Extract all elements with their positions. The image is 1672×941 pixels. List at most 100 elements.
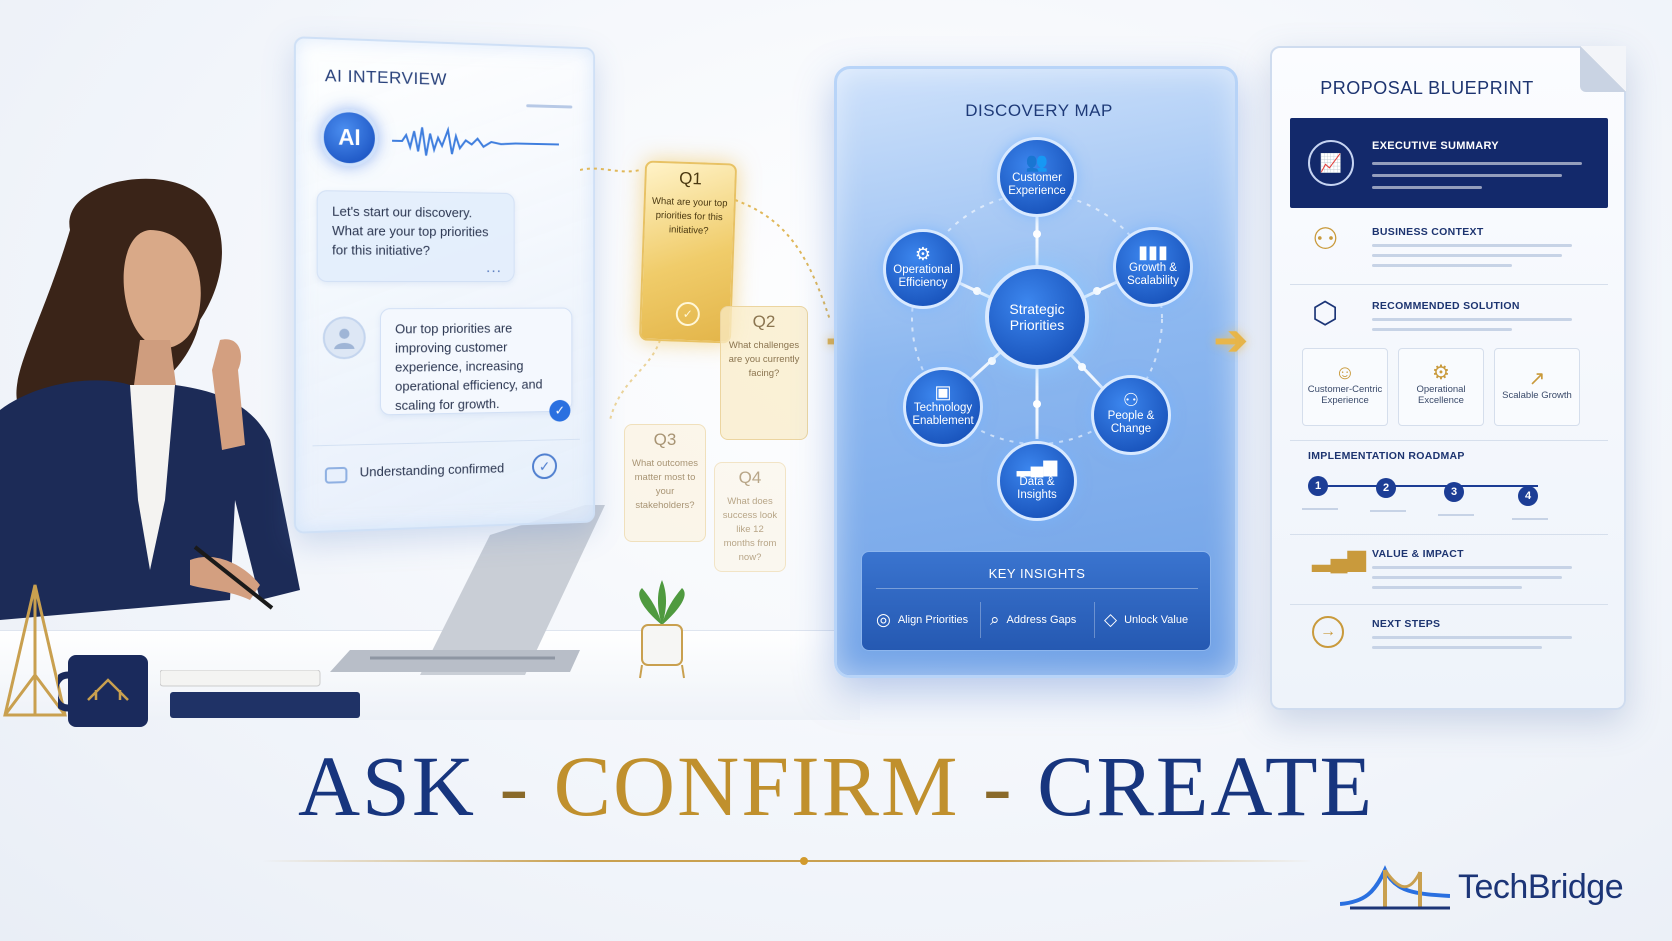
node-data-insights[interactable]: ▂▄▆ Data & Insights [997,441,1077,521]
people-icon: ⚇ [1122,390,1140,410]
divider [1290,440,1608,441]
question-connectors [580,167,831,421]
discovery-map-title: DISCOVERY MAP [965,101,1113,120]
node-operational-efficiency[interactable]: ⚙ Operational Efficiency [883,229,963,309]
insight-unlock-value[interactable]: ◇ Unlock Value [1104,600,1188,640]
headline-separator: - [983,738,1014,834]
text-line [1302,508,1338,510]
headline-create: CREATE [1037,738,1375,834]
typing-indicator: ... [486,259,503,277]
confirmation-check-icon: ✓ [532,453,558,480]
key-insights-title: KEY INSIGHTS [988,566,1086,581]
gear-icon: ⚙ [1432,362,1450,384]
user-answer-text: Our top priorities are improving custome… [395,320,543,414]
bar-chart-icon: ▂▄▆ [1016,456,1058,476]
question-label: Q1 [678,168,703,189]
magnifier-icon: ⌕ [990,610,1000,629]
insight-label: Align Priorities [897,614,969,626]
node-strategic-priorities[interactable]: Strategic Priorities [985,265,1089,369]
roadmap-step-3[interactable]: 3 [1444,482,1464,502]
ai-question-bubble: Let's start our discovery. What are your… [316,190,515,283]
people-group-icon: ⚇ [1312,223,1339,256]
headline-confirm: CONFIRM [553,738,960,834]
business-context-title: BUSINESS CONTEXT [1372,226,1484,238]
diamond-icon: ◇ [1104,610,1118,629]
confirmation-text: Understanding confirmed [359,460,505,480]
question-card-q4[interactable]: Q4 What does success look like 12 months… [714,462,786,572]
solution-label: Customer-Centric Experience [1307,384,1383,406]
gear-icon: ⚙ [914,244,932,264]
question-text: What are your top priorities for this in… [651,195,728,237]
text-line [1372,186,1482,189]
insight-address-gaps[interactable]: ⌕ Address Gaps [990,600,1076,640]
divider [1290,534,1608,535]
user-icon [334,328,355,350]
headline: ASK - CONFIRM - CREATE [0,738,1672,834]
mug [58,655,148,727]
roadmap-step-2[interactable]: 2 [1376,478,1396,498]
potted-plant [639,580,685,679]
node-label: Growth & Scalability [1127,262,1179,287]
solution-card-customer-centric[interactable]: ☺ Customer-Centric Experience [1302,348,1388,426]
question-text: What does success look like 12 months fr… [722,496,778,563]
divider [1290,604,1608,605]
ai-question-text: Let's start our discovery. What are your… [332,203,489,258]
node-people-change[interactable]: ⚇ People & Change [1091,375,1171,455]
node-technology-enablement[interactable]: ▣ Technology Enablement [903,367,983,447]
divider [1290,284,1608,285]
bar-chart-up-icon: ▮▮▮ [1138,242,1168,262]
insight-label: Unlock Value [1124,614,1189,626]
question-text: What outcomes matter most to your stakeh… [632,458,698,511]
roadmap-step-4[interactable]: 4 [1518,486,1538,506]
brand-name: TechBridge [1458,868,1624,906]
solution-card-scalable-growth[interactable]: ↗ Scalable Growth [1494,348,1580,426]
q1-check-icon: ✓ [675,301,701,327]
executive-summary-section[interactable]: 📈 EXECUTIVE SUMMARY [1290,118,1608,208]
person-icon: ☺ [1334,362,1356,384]
roadmap-step-1[interactable]: 1 [1308,476,1328,496]
text-line [1372,318,1572,321]
woman-illustration [0,178,300,620]
text-line [1372,586,1522,589]
text-line [1372,174,1562,177]
question-text: What challenges are you currently facing… [728,340,800,379]
bridge-logo-icon [1340,865,1450,910]
solution-label: Operational Excellence [1416,384,1466,406]
question-label: Q2 [752,312,776,331]
notebook [160,670,360,718]
proposal-blueprint-document: PROPOSAL BLUEPRINT 📈 EXECUTIVE SUMMARY ⚇… [1270,46,1626,710]
next-steps-title: NEXT STEPS [1372,618,1441,630]
text-line [1372,244,1572,247]
question-card-q3[interactable]: Q3 What outcomes matter most to your sta… [624,424,706,542]
text-line [1512,518,1548,520]
node-label: Strategic Priorities [1009,301,1065,333]
section-title: EXECUTIVE SUMMARY [1372,140,1499,152]
value-impact-title: VALUE & IMPACT [1372,548,1464,560]
separator [1094,602,1095,638]
node-customer-experience[interactable]: 👥 Customer Experience [997,137,1077,217]
arrow-circle-icon: → [1312,616,1344,648]
text-line [1438,514,1474,516]
proposal-blueprint-title: PROPOSAL BLUEPRINT [1320,78,1534,98]
insight-label: Address Gaps [1006,614,1077,626]
question-card-q2[interactable]: Q2 What challenges are you currently fac… [720,306,808,440]
ai-interview-title: AI INTERVIEW [324,65,447,89]
recommended-solution-title: RECOMMENDED SOLUTION [1372,300,1520,312]
text-line [1370,510,1406,512]
node-growth-scalability[interactable]: ▮▮▮ Growth & Scalability [1113,227,1193,307]
insight-align-priorities[interactable]: ◎ Align Priorities [876,600,968,640]
text-line [1372,646,1542,649]
roadmap-line [1318,485,1538,487]
text-line [1372,328,1512,331]
headline-rule-dot [800,857,808,865]
user-avatar [322,316,366,360]
solution-card-operational[interactable]: ⚙ Operational Excellence [1398,348,1484,426]
node-label: Customer Experience [1008,172,1066,197]
divider [876,588,1198,589]
implementation-roadmap-title: IMPLEMENTATION ROADMAP [1308,450,1465,462]
ai-avatar: AI [320,108,378,167]
separator [980,602,981,638]
node-label: Data & Insights [1017,476,1057,501]
text-line [1372,254,1562,257]
ai-interview-panel: AI INTERVIEW AI Let's start our discover… [293,36,596,534]
